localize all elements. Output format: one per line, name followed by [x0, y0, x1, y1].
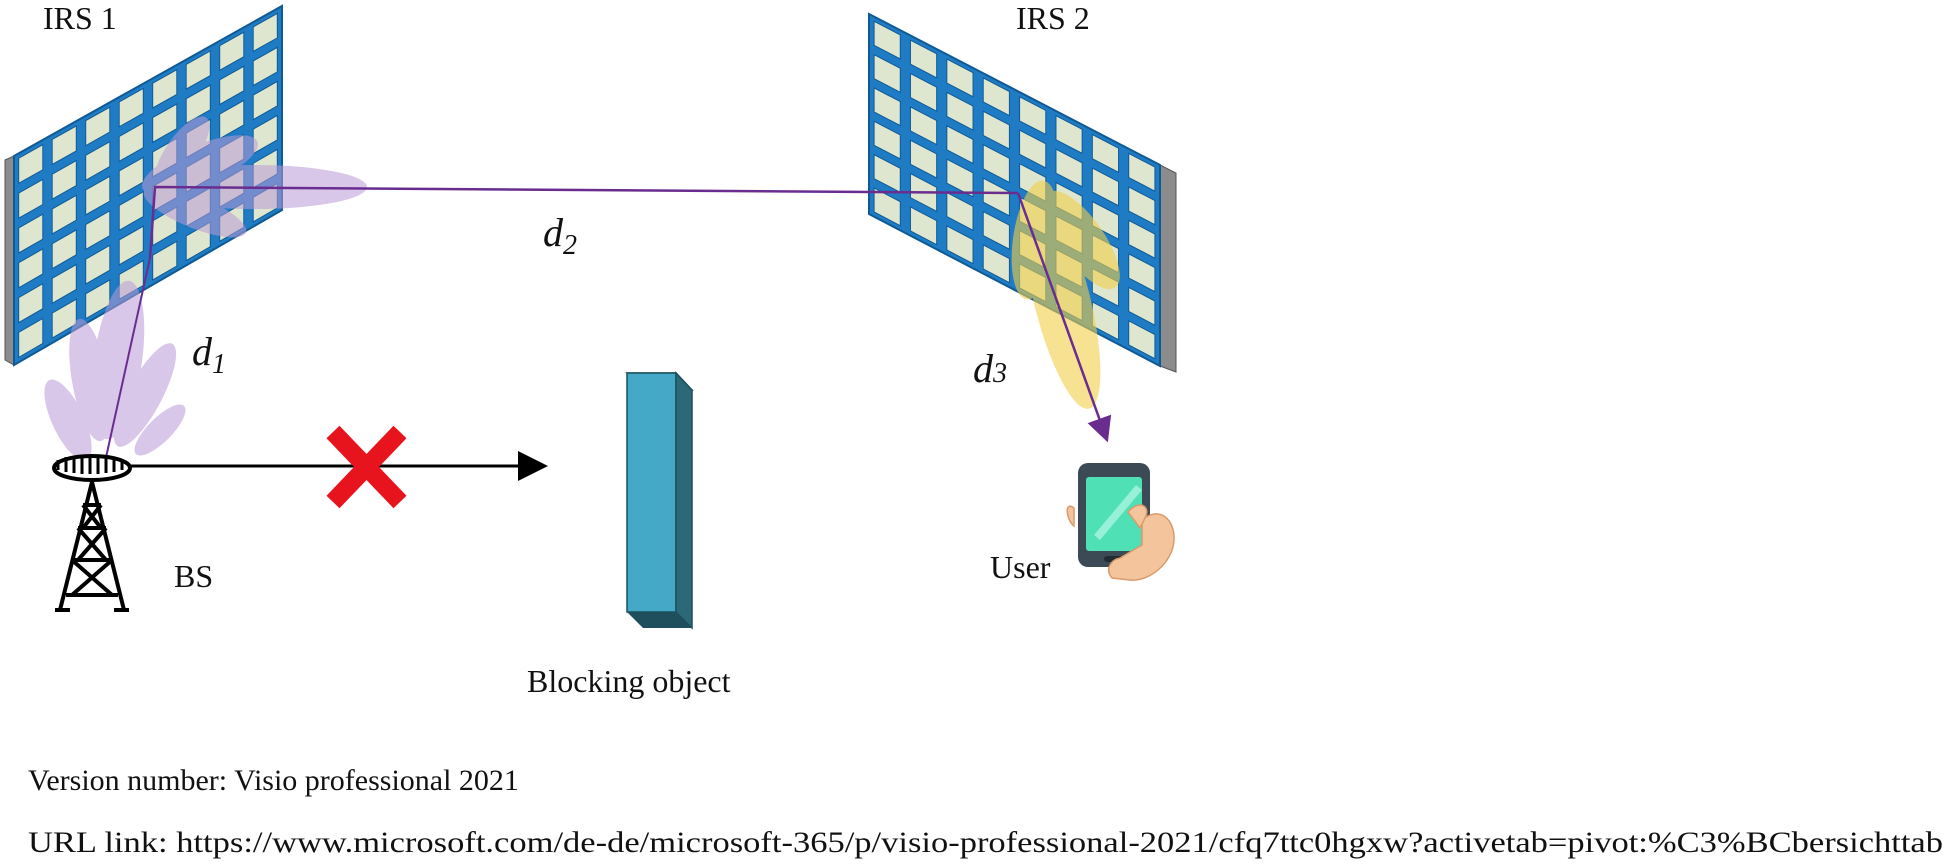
irs-element-cell — [1128, 253, 1156, 293]
irs-element-cell — [51, 194, 77, 235]
irs2-label: IRS 2 — [1016, 0, 1090, 36]
irs-element-cell — [909, 206, 938, 246]
irs-element-cell — [51, 263, 77, 305]
irs-element-cell — [1128, 152, 1156, 192]
bs-label: BS — [174, 558, 213, 594]
irs-element-cell — [873, 187, 901, 227]
irs1-reflect-path — [148, 185, 1019, 259]
irs-element-cell — [909, 39, 938, 79]
irs-element-cell — [219, 99, 245, 140]
irs-element-cell — [85, 140, 111, 182]
bs-beam-lobes — [44, 280, 186, 461]
irs-element-cell — [152, 103, 178, 144]
irs-element-cell — [982, 77, 1010, 117]
irs-element-cell — [85, 244, 111, 285]
irs-element-cell — [982, 177, 1010, 217]
blocked-cross-icon — [326, 425, 407, 509]
irs-element-cell — [152, 240, 178, 281]
irs-element-cell — [873, 87, 901, 127]
irs-element-cell — [909, 106, 938, 146]
irs-element-cell — [85, 209, 111, 251]
irs-element-cell — [152, 68, 178, 109]
irs-element-cell — [1055, 148, 1083, 188]
irs-element-cell — [85, 175, 111, 216]
irs-element-cell — [118, 122, 144, 163]
irs-element-cell — [118, 190, 144, 232]
irs-element-cell — [252, 46, 278, 87]
irs-element-cell — [18, 317, 44, 359]
irs-element-cell — [1091, 133, 1120, 174]
irs-element-cell — [18, 248, 44, 289]
irs-element-cell — [946, 191, 974, 232]
irs-element-cell — [873, 20, 901, 60]
irs-element-cell — [51, 229, 77, 270]
irs-element-cell — [946, 91, 974, 131]
irs-element-cell — [1128, 219, 1156, 259]
irs-element-cell — [1019, 129, 1047, 169]
irs-element-cell — [85, 106, 111, 147]
irs-element-cell — [219, 31, 245, 72]
base-station-tower-icon — [52, 454, 132, 612]
version-text: Version number: Visio professional 2021 — [28, 764, 519, 797]
irs-element-cell — [219, 65, 245, 106]
irs-element-cell — [185, 50, 211, 90]
irs-element-cell — [1055, 114, 1083, 155]
irs-element-cell — [1128, 286, 1156, 326]
user-phone-icon — [1066, 463, 1175, 581]
irs-element-cell — [873, 53, 901, 94]
irs-element-cell — [982, 244, 1010, 284]
irs-element-cell — [1019, 95, 1047, 136]
d2-label: d2 — [543, 210, 577, 261]
bs-to-irs1-path — [104, 257, 151, 463]
irs-element-cell — [946, 158, 974, 198]
irs-element-cell — [185, 84, 211, 125]
user-label: User — [990, 549, 1051, 585]
irs-element-cell — [18, 178, 44, 219]
url-text: URL link: https://www.microsoft.com/de-d… — [28, 826, 1943, 859]
irs-element-cell — [18, 282, 44, 324]
irs-element-cell — [873, 120, 901, 160]
irs-element-cell — [982, 110, 1010, 150]
irs1-label: IRS 1 — [43, 0, 117, 36]
blocking-object-label: Blocking object — [527, 663, 731, 699]
irs-element-cell — [252, 12, 278, 53]
irs-element-cell — [1091, 167, 1120, 207]
blocking-object — [625, 371, 694, 630]
irs2-to-user-arrow — [1016, 192, 1112, 443]
irs-element-cell — [51, 159, 77, 201]
irs-element-cell — [18, 143, 44, 185]
irs-element-cell — [909, 139, 938, 179]
irs-element-cell — [18, 213, 44, 254]
d1-label: d1 — [192, 329, 226, 380]
irs-element-cell — [982, 210, 1010, 251]
d3-label: d3 — [973, 346, 1007, 391]
irs-element-cell — [1128, 320, 1156, 360]
irs-element-cell — [118, 225, 144, 266]
irs-element-cell — [118, 87, 144, 128]
irs-element-cell — [51, 125, 77, 166]
irs-element-cell — [946, 124, 974, 165]
irs-element-cell — [909, 72, 938, 113]
irs-element-cell — [252, 80, 278, 121]
irs-element-cell — [982, 143, 1010, 184]
irs-element-cell — [946, 225, 974, 265]
irs-element-cell — [1128, 186, 1156, 226]
irs-element-cell — [946, 58, 974, 98]
